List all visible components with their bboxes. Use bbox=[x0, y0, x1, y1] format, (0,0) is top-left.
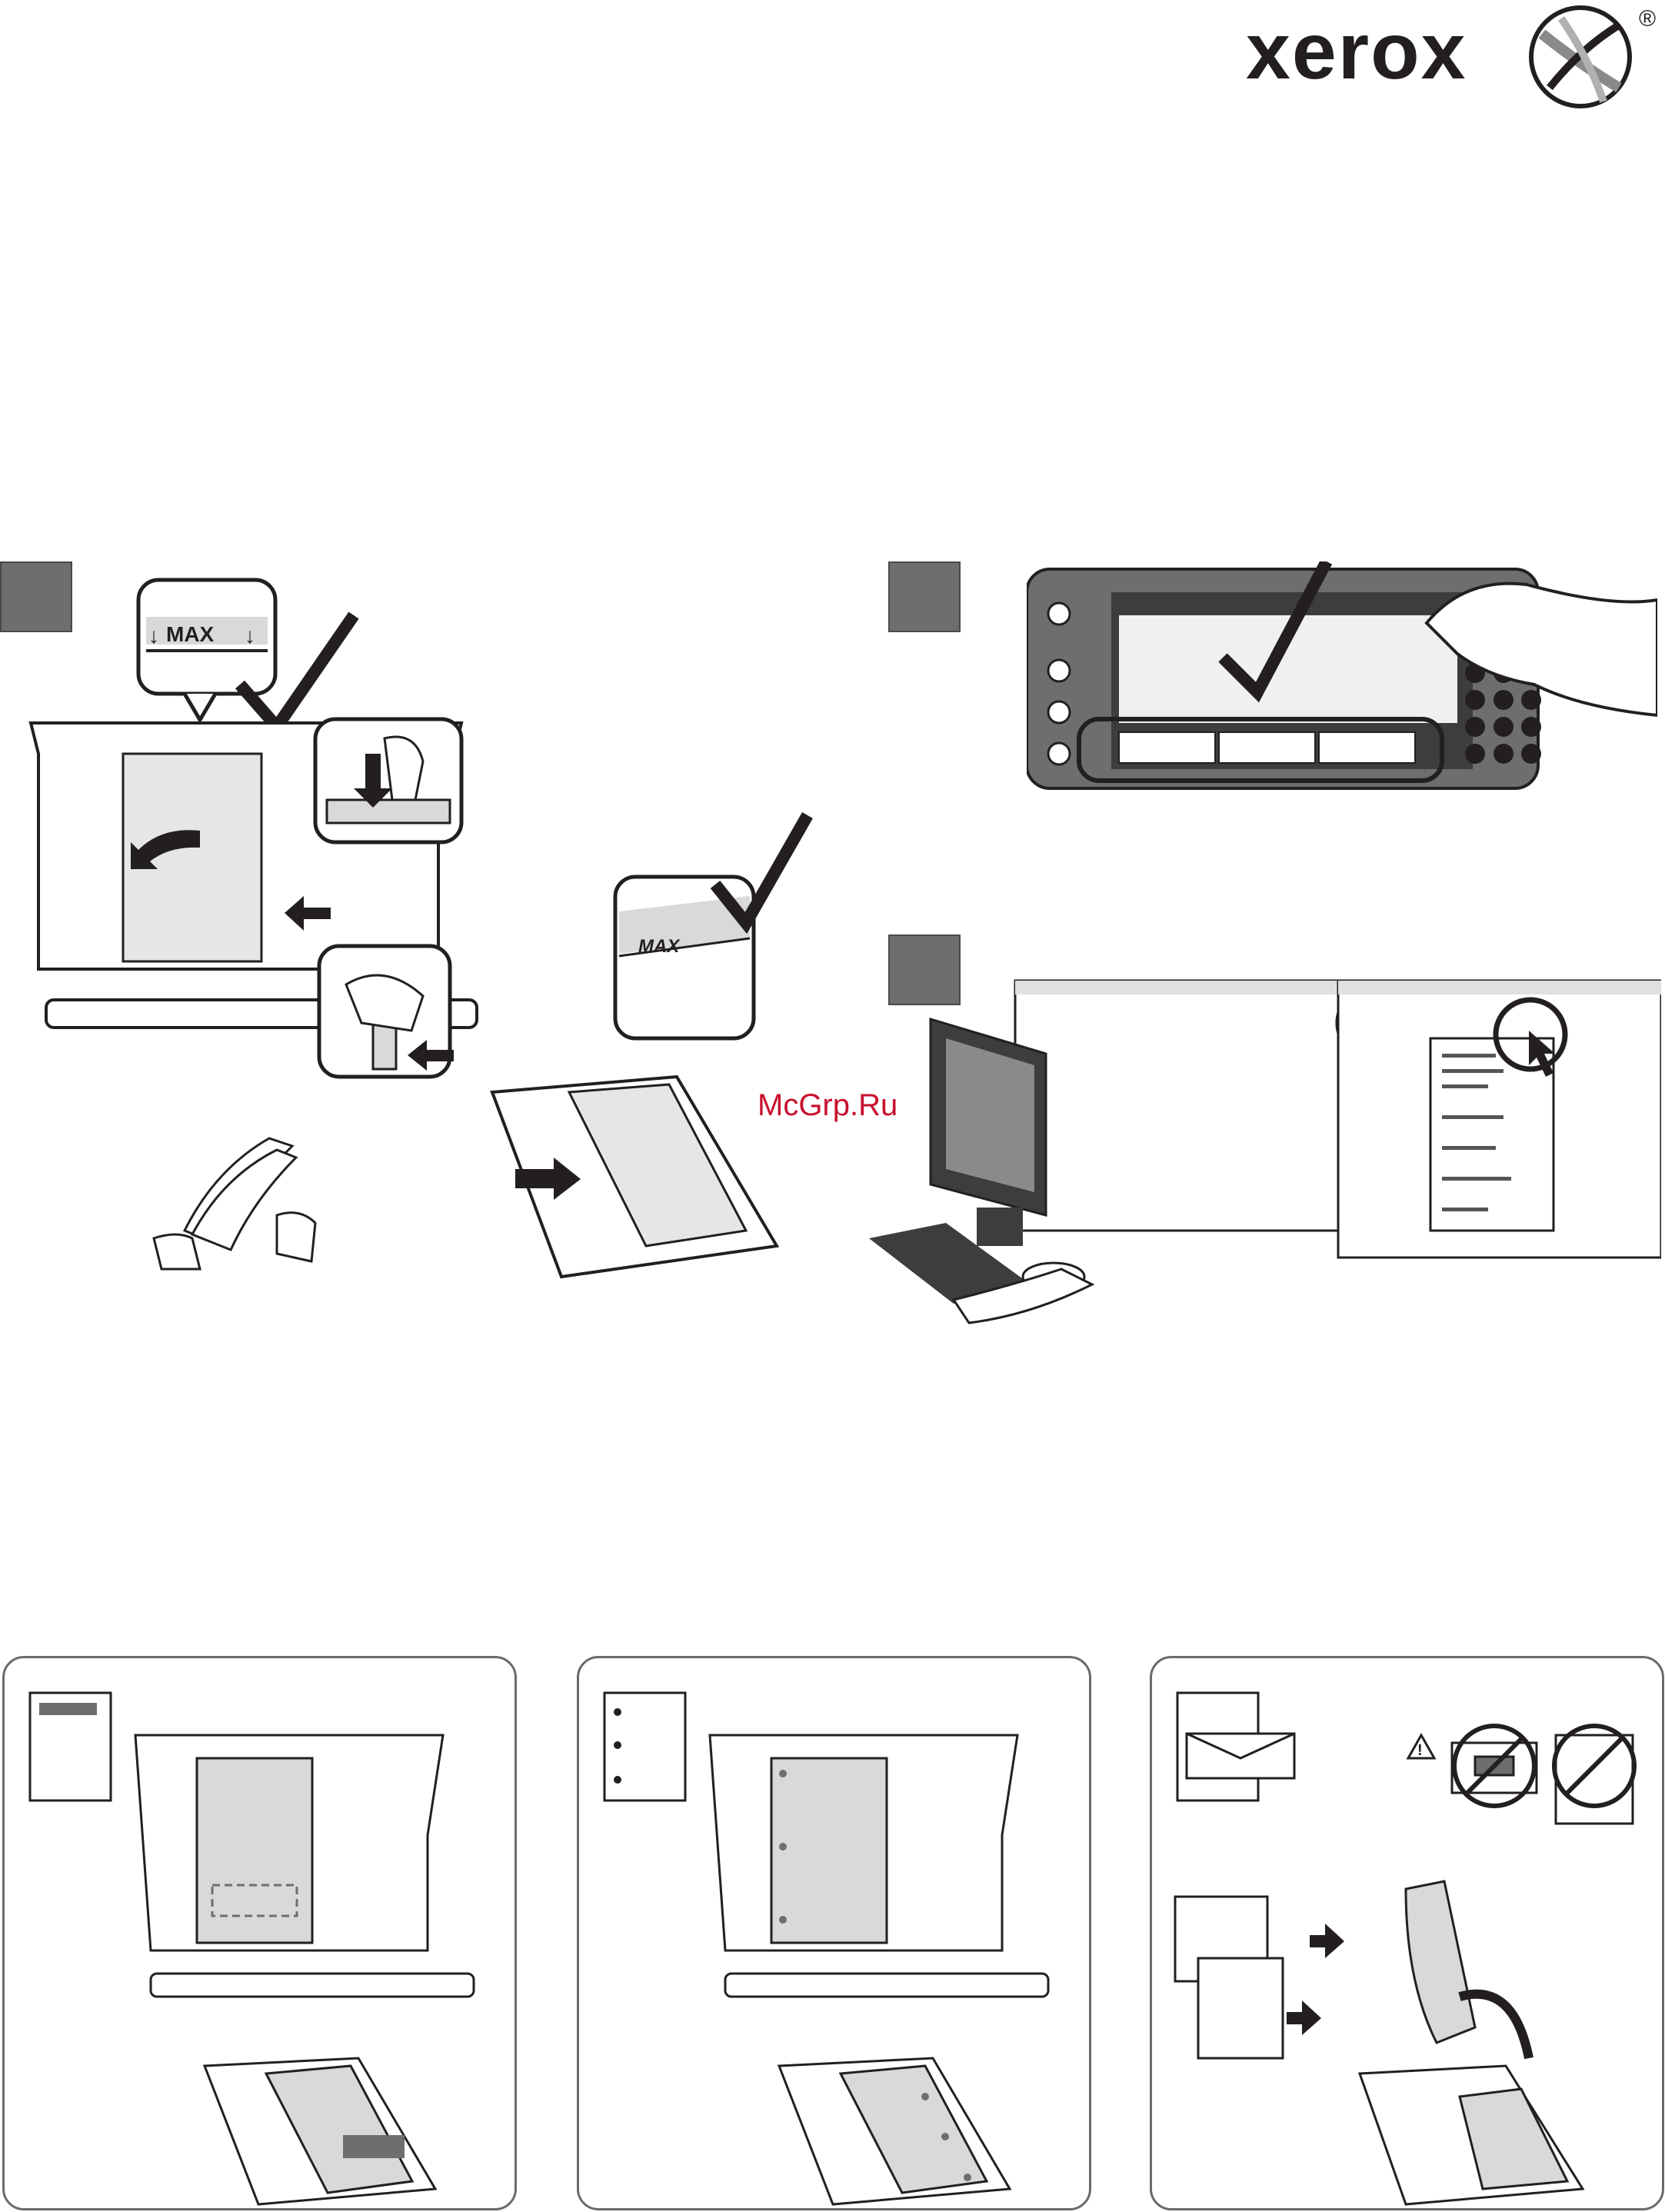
prohibited-icon bbox=[1452, 1726, 1537, 1806]
tray-illustration: MAX ↓ ↓ bbox=[23, 569, 515, 1092]
arrow-icon bbox=[1310, 1924, 1344, 1958]
registered-mark: ® bbox=[1639, 6, 1656, 32]
tray-max-label: MAX bbox=[166, 622, 215, 646]
brand-wordmark: xerox bbox=[1246, 6, 1467, 98]
watermark-text: McGrp.Ru bbox=[758, 1088, 897, 1123]
control-panel-illustration bbox=[1027, 561, 1657, 792]
panel-letterhead bbox=[2, 1656, 517, 2210]
svg-text:↓: ↓ bbox=[148, 624, 159, 648]
fan-paper-illustration bbox=[138, 1123, 338, 1277]
bypass-tray-illustration: MAX bbox=[485, 800, 831, 1315]
panel-envelopes: ! bbox=[1150, 1656, 1664, 2210]
svg-text:↓: ↓ bbox=[245, 624, 255, 648]
xerox-sphere-icon bbox=[1527, 3, 1634, 111]
arrow-icon bbox=[1287, 2000, 1321, 2035]
prohibited-icon bbox=[1554, 1726, 1634, 1824]
svg-text:!: ! bbox=[1417, 1742, 1423, 1759]
computer-dialog-illustration bbox=[861, 961, 1661, 1346]
bypass-max-label: MAX bbox=[638, 936, 681, 957]
step-2-box bbox=[888, 561, 961, 632]
checkmark-icon bbox=[715, 815, 808, 923]
panel-prepunched bbox=[577, 1656, 1091, 2210]
warning-triangle-icon: ! bbox=[1408, 1735, 1434, 1759]
